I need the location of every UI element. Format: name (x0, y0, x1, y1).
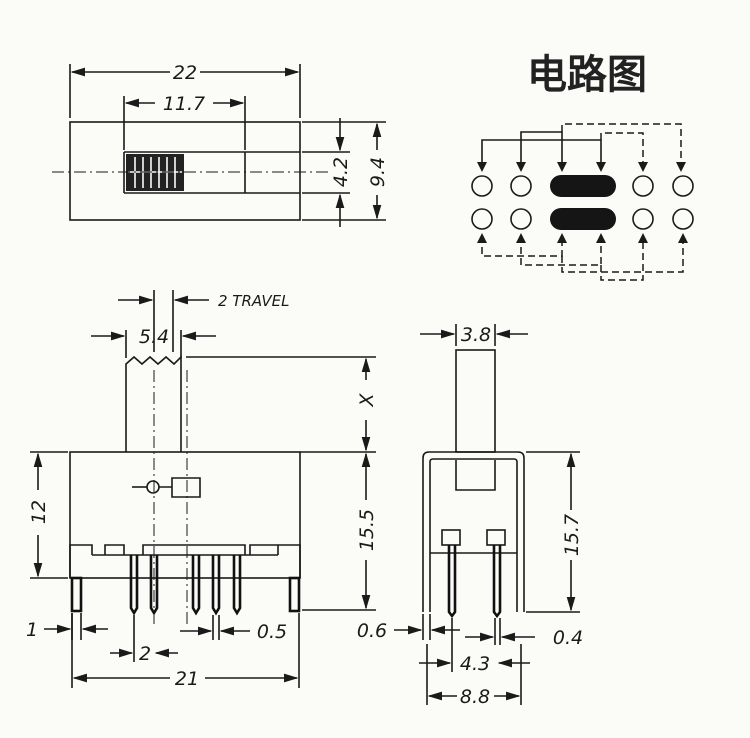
dim-slot-height-label: 4.2 (330, 157, 352, 187)
dim-slot-width-label: 11.7 (163, 93, 205, 115)
mount-leg-left (70, 576, 83, 613)
side-dim-pin-width-label: 0.4 (553, 627, 583, 649)
dim-overall-height-label: 15.5 (356, 509, 378, 551)
terminal-circles (471, 175, 694, 230)
side-dim-shell-thickness-label: 0.6 (357, 620, 387, 642)
dim-total-width-label: 22 (173, 62, 197, 84)
detent-symbol (132, 477, 201, 498)
side-dim-pin-spacing-label: 4.3 (460, 653, 490, 675)
actuator-outline (125, 355, 182, 452)
side-view: 3.8 15.7 0.6 0.4 4.3 8.8 (357, 324, 583, 708)
dim-travel-label: 2 TRAVEL (218, 292, 290, 310)
circuit-schematic (471, 123, 694, 281)
side-pin-left (447, 545, 457, 619)
top-view-body-outline (69, 121, 301, 221)
circuit-diagram-title: 电路图 (527, 52, 647, 98)
dim-actuator-width-label: 5.4 (139, 326, 169, 348)
dim-leg-width-label: 1 (26, 619, 38, 641)
side-actuator-outline (455, 349, 496, 453)
front-body-outline (69, 451, 301, 579)
dim-total-height-label: 9.4 (367, 157, 389, 187)
top-view: 22 11.7 4.2 9.4 (52, 62, 389, 227)
dim-overall-width-label: 21 (175, 668, 199, 690)
dim-pin-width-label: 0.5 (257, 621, 287, 643)
dim-pin-pitch-label: 2 (139, 643, 151, 665)
front-view: 2 TRAVEL 5.4 X 15.5 12 1 0.5 2 (26, 290, 378, 690)
side-dim-actuator-width-label: 3.8 (461, 324, 491, 346)
dim-body-height-label: 12 (28, 500, 50, 524)
contact-bar-top (550, 175, 616, 197)
mount-leg-right (288, 576, 301, 613)
side-dim-overall-height-label: 15.7 (561, 514, 583, 556)
side-pin-right (492, 545, 502, 619)
dim-actuator-height-label: X (356, 393, 378, 408)
schematic-arrowheads (477, 162, 688, 243)
side-dim-overall-depth-label: 8.8 (460, 686, 490, 708)
side-shell-outline (422, 451, 525, 612)
contact-bar-bottom (550, 208, 616, 230)
front-pins (129, 555, 242, 616)
